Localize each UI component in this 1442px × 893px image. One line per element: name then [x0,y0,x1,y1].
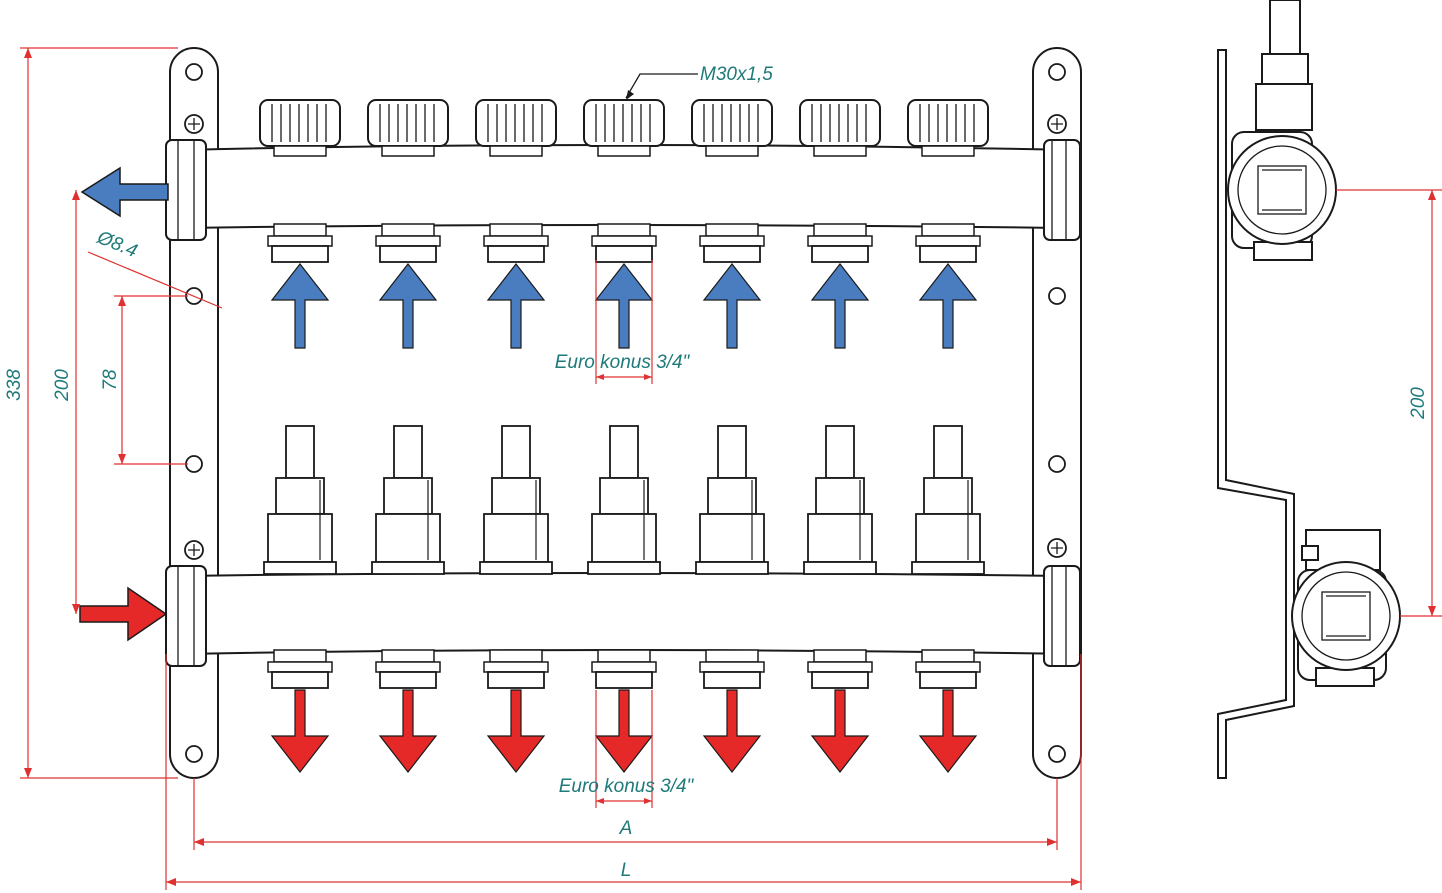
flow-meter [501,425,531,479]
supply-outlet-arrow [80,166,169,218]
euro-konus-top: Euro konus 3/4" [555,260,691,384]
outlet-3 [475,99,557,773]
side-view: 200 [1217,0,1442,779]
dim-200-right-label: 200 [1408,387,1429,420]
return-arrow [270,689,330,773]
supply-fitting [813,223,867,237]
supply-fitting [705,223,759,237]
bracket-hole [185,63,203,81]
return-fitting [273,649,327,663]
side-supply-valve [1227,0,1337,261]
outlet-5 [691,99,773,773]
supply-arrow [378,263,438,349]
bracket-hole [1048,287,1066,305]
euro-konus-bottom-label: Euro konus 3/4" [559,776,695,797]
dim-a-label: A [619,818,633,839]
return-arrow [810,689,870,773]
outlet-2 [367,99,449,773]
bracket-hole [1048,745,1066,763]
side-bracket-profile [1217,49,1295,779]
supply-arrow [702,263,762,349]
bracket-hole [1048,455,1066,473]
dim-l-label: L [621,860,632,881]
dimension-338: 338 [4,47,178,779]
flow-meter [609,425,639,479]
dimension-200-right: 200 [1336,189,1442,617]
dimension-78: 78 [100,295,188,465]
supply-arrow [486,263,546,349]
return-fitting [381,649,435,663]
outlets [259,99,989,773]
supply-arrow [918,263,978,349]
return-fitting [489,649,543,663]
bracket-hole [185,455,203,473]
bracket-hole [185,745,203,763]
bracket-hole [1048,63,1066,81]
outlet-4 [583,99,665,773]
outlet-6 [799,99,881,773]
dim-200-left-label: 200 [52,369,73,402]
supply-arrow [594,263,654,349]
flow-meter [285,425,315,479]
return-arrow [378,689,438,773]
return-arrow [486,689,546,773]
supply-fitting [921,223,975,237]
return-fitting [597,649,651,663]
supply-fitting [597,223,651,237]
flow-meter [717,425,747,479]
dimension-l: L [165,654,1082,890]
dim-338-label: 338 [4,369,25,401]
return-arrow [918,689,978,773]
side-return-valve [1291,529,1401,687]
return-bar [181,572,1071,656]
dim-78-label: 78 [100,369,121,391]
outlet-7 [907,99,989,773]
supply-fitting [381,223,435,237]
dimension-a: A [193,778,1058,850]
return-arrow [702,689,762,773]
return-fitting [813,649,867,663]
supply-fitting [273,223,327,237]
supply-arrow [810,263,870,349]
supply-bar [181,144,1071,230]
euro-konus-top-label: Euro konus 3/4" [555,352,691,373]
euro-konus-bottom: Euro konus 3/4" [559,690,695,808]
flow-meter [825,425,855,479]
flow-meter [933,425,963,479]
outlet-1 [259,99,341,773]
flow-meter [393,425,423,479]
return-arrow [594,689,654,773]
supply-arrow [270,263,330,349]
supply-fitting [489,223,543,237]
return-inlet-arrow [79,586,168,642]
thread-callout: M30x1,5 [625,64,773,100]
thread-label: M30x1,5 [700,64,773,85]
dimension-200-left: 200 [52,190,80,614]
return-fitting [705,649,759,663]
clamps [165,114,1081,667]
return-fitting [921,649,975,663]
